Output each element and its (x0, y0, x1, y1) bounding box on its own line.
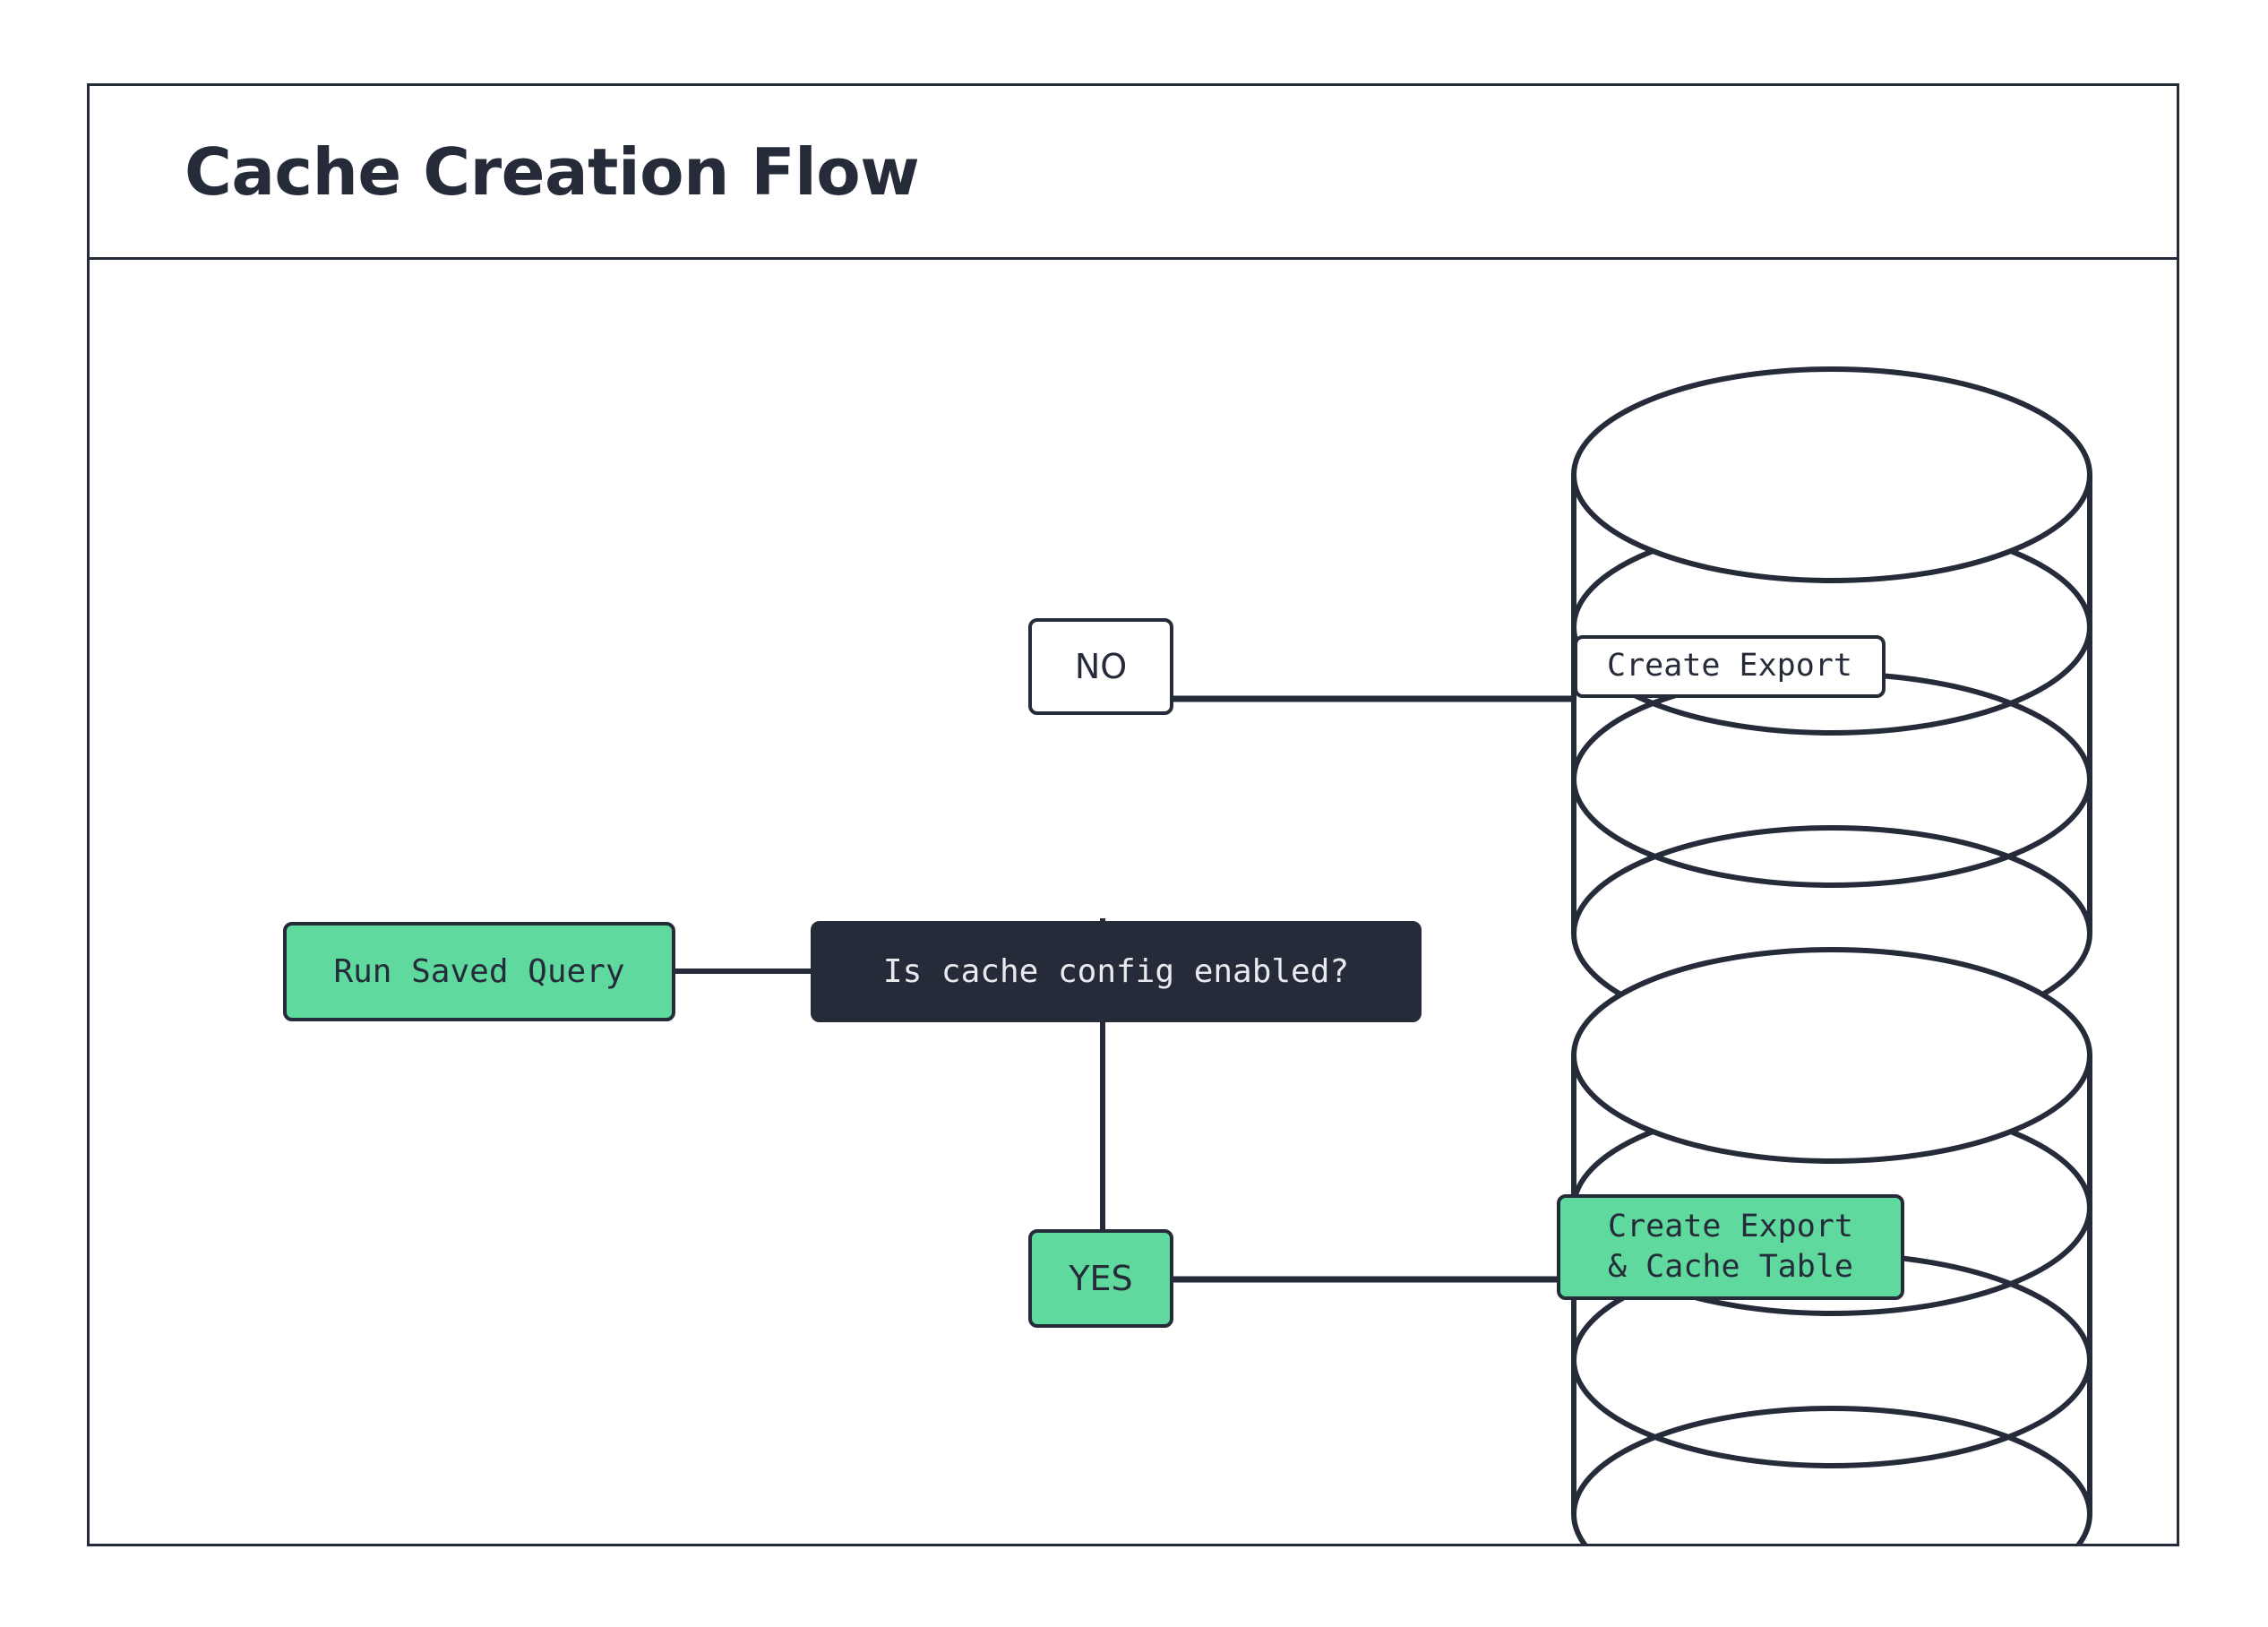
node-decision-cache-config[interactable]: Is cache config enabled? (811, 921, 1422, 1022)
diagram-title-bar: Cache Creation Flow (90, 86, 2177, 260)
node-run-saved-query[interactable]: Run Saved Query (283, 922, 675, 1021)
db-label-create-export-cache-table[interactable]: Create Export & Cache Table (1557, 1194, 1904, 1300)
page-title: Cache Creation Flow (185, 133, 920, 210)
flowchart-body: Run Saved Query Is cache config enabled?… (90, 260, 2177, 1544)
edge-layer (674, 366, 2092, 1544)
node-branch-no[interactable]: NO (1028, 618, 1173, 715)
diagram-frame: Cache Creation Flow (87, 83, 2179, 1546)
node-branch-yes[interactable]: YES (1028, 1229, 1173, 1328)
db-label-create-export[interactable]: Create Export (1574, 635, 1886, 698)
db-export-shape (1571, 366, 2092, 1042)
